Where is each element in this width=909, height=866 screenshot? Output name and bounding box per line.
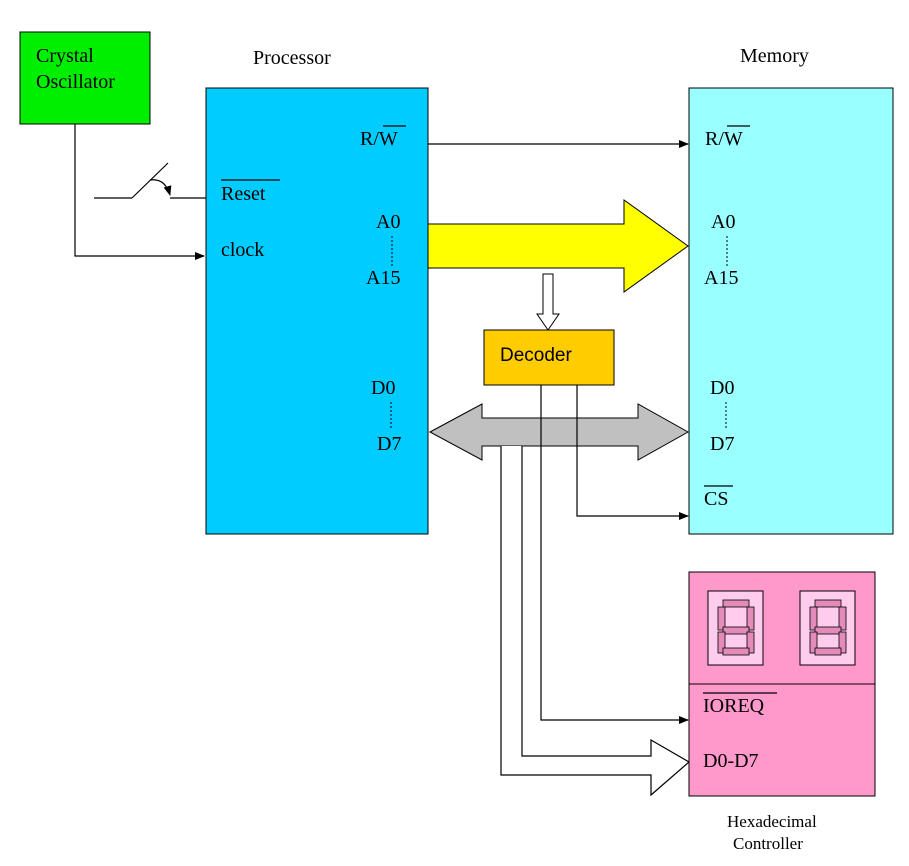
memory-block: R/W A0 A15 D0 D7 CS xyxy=(688,87,894,535)
clock-line xyxy=(74,124,205,260)
controller-data-label: D0-D7 xyxy=(703,750,759,772)
decoder-label: Decoder xyxy=(500,345,572,366)
address-bus-arrow xyxy=(427,199,689,293)
processor-a15-label: A15 xyxy=(366,267,400,289)
data-bus-arrow xyxy=(428,403,690,461)
processor-block: R/W Reset clock A0 A15 D0 D7 xyxy=(205,87,429,535)
controller-caption-1: Hexadecimal xyxy=(727,812,817,831)
oscillator-label-2: Oscillator xyxy=(36,71,115,93)
processor-rw-read: R/W xyxy=(360,128,398,150)
processor-d0-label: D0 xyxy=(371,377,395,399)
memory-d7-label: D7 xyxy=(710,433,734,455)
processor-title: Processor xyxy=(253,47,331,69)
controller-ioreq-label: IOREQ xyxy=(703,695,765,717)
memory-a15-label: A15 xyxy=(704,267,738,289)
oscillator-label-1: Crystal xyxy=(36,45,94,67)
memory-title: Memory xyxy=(740,45,809,67)
memory-cs-label: CS xyxy=(704,488,728,510)
memory-rw-label: R/W xyxy=(705,128,743,150)
hex-controller-block: IOREQ D0-D7 xyxy=(688,571,876,797)
processor-reset-label: Reset xyxy=(221,183,266,205)
ioreq-line xyxy=(540,385,689,724)
seven-segment-display-1 xyxy=(707,590,764,666)
processor-a0-label: A0 xyxy=(376,211,400,233)
reset-switch xyxy=(94,162,206,199)
crystal-oscillator: Crystal Oscillator xyxy=(19,31,151,125)
controller-caption-2: Controller xyxy=(733,834,803,853)
memory-d0-label: D0 xyxy=(710,377,734,399)
decoder-input-arrow xyxy=(536,273,560,331)
seven-segment-display-2 xyxy=(799,590,856,666)
processor-clock-label: clock xyxy=(221,239,264,261)
decoder-block: Decoder xyxy=(483,329,615,386)
cs-line xyxy=(576,385,689,520)
processor-d7-label: D7 xyxy=(377,433,401,455)
memory-a0-label: A0 xyxy=(711,211,735,233)
controller-data-arrow xyxy=(500,446,691,797)
